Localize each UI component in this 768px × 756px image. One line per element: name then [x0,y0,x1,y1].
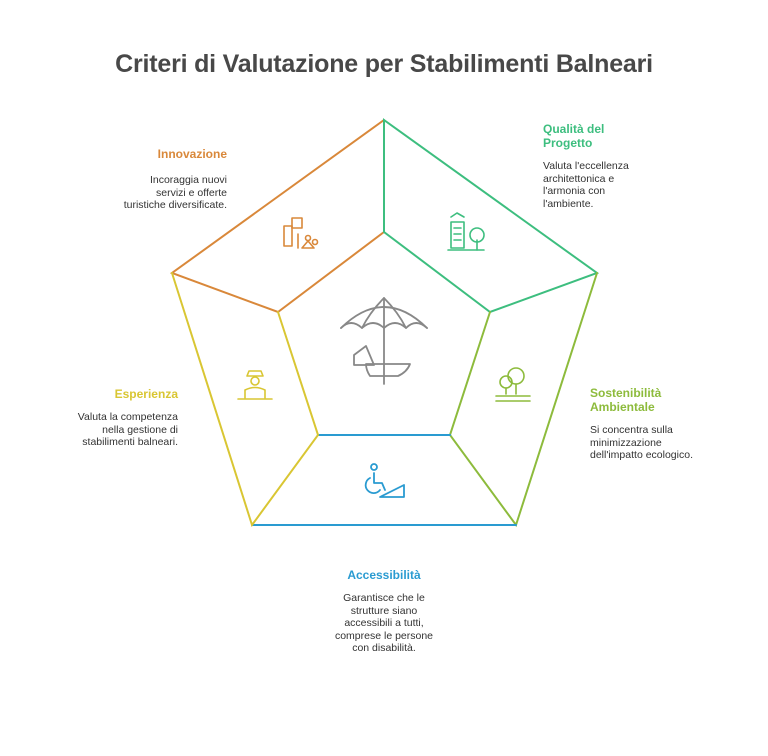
trees-icon [495,367,531,402]
desc-qualita: Valuta l'eccellenza architettonica e l'a… [543,160,629,210]
desc-line: l'ambiente. [543,197,594,210]
desc-line: accessibili a tutti, [344,617,424,629]
desc-line: Valuta la competenza [77,411,178,423]
label-line: Sostenibilità [590,386,662,400]
segment-esperienza [171,272,320,528]
desc-line: Incoraggia nuovi [149,174,227,186]
desc-line: dell'impatto ecologico. [590,449,693,461]
desc-line: con disabilità. [352,642,416,654]
desc-line: nella gestione di [102,423,178,436]
label-innovazione: Innovazione [157,147,227,161]
desc-line: comprese le persone [334,629,434,642]
beach-umbrella-icon [340,297,428,385]
desc-accessibilita: Garantisce che le strutture siano access… [284,592,484,655]
desc-innovazione: Incoraggia nuovi servizi e offerte turis… [124,174,227,212]
desc-line: minimizzazione [590,436,662,449]
label-sostenibilita: Sostenibilità Ambientale [590,386,661,414]
label-line: Qualità del [543,122,605,136]
label-accessibilita: Accessibilità [347,568,421,582]
desc-line: architettonica e [543,172,615,185]
label-qualita: Qualità del Progetto [543,122,604,150]
desc-line: turistiche diversificate. [123,199,227,211]
tools-icon [283,217,319,249]
segment-sostenibilita [448,272,598,528]
segment-accessibilita [251,434,517,526]
desc-line: Si concentra sulla [590,424,673,436]
desc-line: stabilimenti balneari. [82,436,178,448]
desc-esperienza: Valuta la competenza nella gestione di s… [78,411,178,449]
wheelchair-ramp-icon [364,463,405,498]
segment-innovazione [169,119,385,314]
label-line: Progetto [543,136,593,150]
desc-line: l'armonia con [543,185,606,197]
desc-line: Valuta l'eccellenza [543,160,629,172]
desc-line: servizi e offerte [155,186,227,199]
page-title: Criteri di Valutazione per Stabilimenti … [115,50,653,78]
building-tree-icon [447,212,485,251]
desc-line: strutture siano [350,604,418,617]
worker-icon [237,370,273,400]
desc-line: Garantisce che le [343,592,425,604]
label-esperienza: Esperienza [114,387,178,401]
desc-sostenibilita: Si concentra sulla minimizzazione dell'i… [590,424,693,462]
label-line: Ambientale [590,400,655,414]
